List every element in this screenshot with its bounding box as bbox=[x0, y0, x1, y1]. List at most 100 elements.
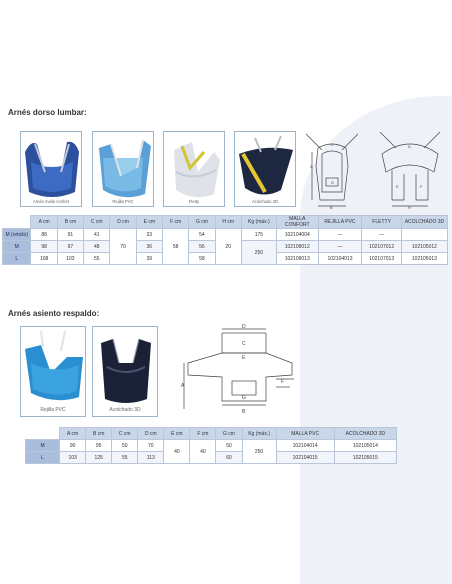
dim-label-d: D bbox=[242, 324, 246, 330]
row-label: L bbox=[1, 252, 32, 265]
cell-g: 60 bbox=[215, 451, 243, 464]
thumb-caption: Rejilla PVC bbox=[112, 199, 134, 204]
cell-e: 39 bbox=[135, 252, 163, 265]
cell-b: 125 bbox=[85, 451, 113, 464]
cell-acolchado: 102105015 bbox=[333, 451, 398, 464]
cell-a: 90 bbox=[59, 439, 87, 452]
cell-rejilla: 102104013 bbox=[317, 252, 363, 265]
col-header: A cm bbox=[59, 427, 87, 440]
col-header: Kg (máx.) bbox=[240, 215, 277, 229]
cell-f-merged: 40 bbox=[189, 439, 217, 464]
cell-c: 55 bbox=[111, 451, 139, 464]
dim-label-c: C bbox=[331, 142, 334, 147]
col-header: FLETTY bbox=[361, 215, 402, 229]
cell-malla: 102104015 bbox=[275, 451, 335, 464]
section-title-dorso-lumbar: Arnés dorso lumbar: bbox=[8, 108, 87, 117]
cell-d-merged: 70 bbox=[109, 228, 137, 265]
cell-kg-merged: 250 bbox=[240, 240, 277, 265]
row-label: L bbox=[24, 451, 61, 464]
harness-rejilla-pvc-image bbox=[99, 139, 151, 198]
thumb-rejilla-pvc: Rejilla PVC bbox=[92, 131, 154, 207]
cell-c: 55 bbox=[83, 252, 111, 265]
cell-c: 48 bbox=[83, 240, 111, 253]
col-header: ACOLCHADO 3D bbox=[400, 215, 449, 229]
col-header: REJILLA PVC bbox=[317, 215, 363, 229]
cell-d: 70 bbox=[137, 439, 165, 452]
col-header: F cm bbox=[189, 427, 217, 440]
cell-a: 103 bbox=[59, 451, 87, 464]
table-row: M (ortolio) 88 91 41 70 33 58 54 20 175 … bbox=[1, 228, 449, 265]
dim-label-a: A bbox=[310, 164, 313, 169]
cell-kg-merged: 250 bbox=[241, 439, 277, 464]
cell-acolchado: 102105013 bbox=[400, 252, 449, 265]
header-blank bbox=[25, 427, 60, 440]
col-header: MALLA CONFORT bbox=[275, 215, 319, 229]
harness-malla-confort-image bbox=[25, 141, 79, 197]
cell-b: 97 bbox=[56, 240, 85, 253]
cell-b: 91 bbox=[56, 228, 85, 241]
cell-malla: 102109013 bbox=[275, 252, 319, 265]
cell-e: 36 bbox=[135, 240, 163, 253]
col-header: D cm bbox=[109, 215, 137, 229]
col-header: G cm bbox=[188, 215, 216, 229]
dim-label-b: B bbox=[330, 205, 333, 210]
col-header: B cm bbox=[85, 427, 113, 440]
cell-fletty: — bbox=[361, 228, 402, 241]
thumb-caption: Fletty bbox=[188, 199, 200, 204]
col-header: F cm bbox=[161, 215, 190, 229]
row-label: M (ortolio) bbox=[1, 228, 32, 241]
cell-acolchado: 102105012 bbox=[400, 240, 449, 253]
col-header: E cm bbox=[135, 215, 163, 229]
table-header-row: A cm B cm C cm D cm E cm F cm G cm H cm … bbox=[2, 215, 449, 229]
background-accent bbox=[300, 96, 452, 584]
asiento-respaldo-diagram: D C E A F G B bbox=[181, 324, 294, 415]
cell-kg: 175 bbox=[240, 228, 277, 241]
thumb-acolchado-3d-asiento: Acolchado 3D bbox=[92, 326, 158, 417]
thumb-rejilla-pvc-asiento: Rejilla PVC bbox=[20, 326, 86, 417]
cell-b: 103 bbox=[56, 252, 85, 265]
asiento-respaldo-table: A cm B cm C cm D cm E cm F cm G cm Kg (m… bbox=[24, 427, 398, 464]
dim-label-g: G bbox=[331, 180, 334, 185]
cell-f-merged: 58 bbox=[161, 228, 190, 265]
harness-fletty-image bbox=[174, 142, 220, 198]
dim-label-c: C bbox=[242, 341, 246, 347]
col-header: G cm bbox=[215, 427, 243, 440]
cell-c: 50 bbox=[111, 439, 139, 452]
cell-acolchado: 102105014 bbox=[333, 439, 398, 452]
dim-label-e: E bbox=[396, 184, 399, 189]
cell-e: 33 bbox=[135, 228, 163, 241]
cell-rejilla: — bbox=[317, 228, 363, 241]
dorso-lumbar-table: A cm B cm C cm D cm E cm F cm G cm H cm … bbox=[1, 215, 449, 265]
col-header: MALLA PVC bbox=[275, 427, 335, 440]
col-header: C cm bbox=[111, 427, 139, 440]
thumb-caption: Arnés malla confort bbox=[32, 199, 70, 204]
cell-fletty: 102107012 bbox=[361, 240, 402, 253]
cell-fletty: 102107013 bbox=[361, 252, 402, 265]
dorso-lumbar-diagram: A C G B D E F H bbox=[305, 131, 441, 210]
dim-label-h: H bbox=[408, 205, 411, 210]
dim-label-g: G bbox=[242, 395, 246, 401]
cell-a: 98 bbox=[30, 240, 58, 253]
col-header: B cm bbox=[56, 215, 85, 229]
thumb-fletty: Fletty bbox=[163, 131, 225, 207]
col-header: A cm bbox=[30, 215, 58, 229]
col-header: H cm bbox=[214, 215, 242, 229]
thumb-malla-confort: Arnés malla confort bbox=[20, 131, 82, 207]
cell-malla: 102104014 bbox=[275, 439, 335, 452]
dim-label-f: F bbox=[420, 184, 423, 189]
table-row: M 90 95 50 70 40 40 50 250 102104014 102… bbox=[24, 439, 398, 464]
cell-g: 58 bbox=[188, 252, 216, 265]
cell-c: 41 bbox=[83, 228, 111, 241]
table-row: M 98 97 48 36 56 250 102109012 — 1021070… bbox=[1, 240, 449, 265]
dim-label-f: F bbox=[281, 379, 284, 385]
dim-label-a: A bbox=[181, 383, 185, 389]
header-blank bbox=[2, 215, 31, 229]
row-label: M bbox=[24, 439, 61, 452]
row-label: M bbox=[1, 240, 32, 253]
dim-label-d: D bbox=[408, 144, 411, 149]
cell-e-merged: 40 bbox=[163, 439, 191, 464]
col-header: Kg (máx.) bbox=[241, 427, 277, 440]
cell-g: 56 bbox=[188, 240, 216, 253]
cell-a: 88 bbox=[30, 228, 58, 241]
thumb-caption: Rejilla PVC bbox=[40, 407, 66, 413]
